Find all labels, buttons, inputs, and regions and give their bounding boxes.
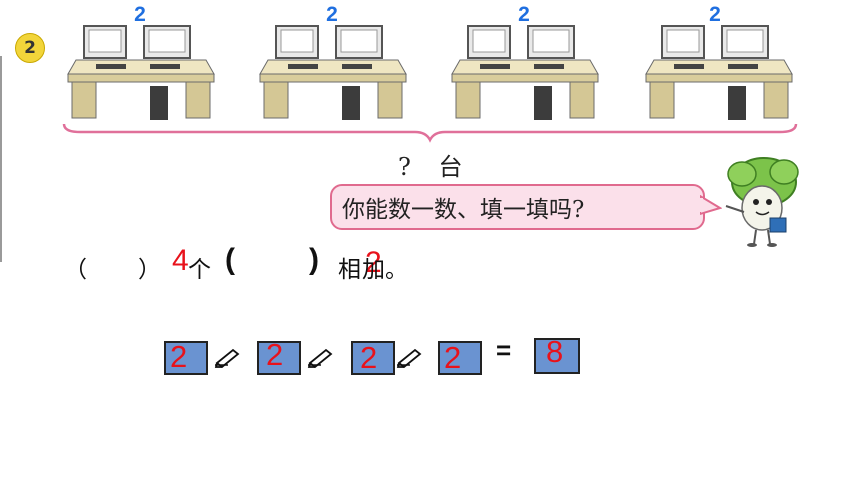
paren-open-1: （ (64, 257, 87, 283)
speech-bubble-tail (700, 194, 722, 216)
computer-desk-icon (451, 25, 599, 120)
result-box (534, 338, 580, 374)
pencil-icon-3 (396, 348, 422, 368)
problem-number-badge: 2 (15, 33, 45, 63)
addend-box-1 (164, 341, 208, 375)
speech-bubble: 你能数一数、填一填吗? (330, 184, 705, 230)
paren-close-1: ） (138, 257, 161, 283)
addend-4: 2 (444, 340, 462, 375)
addend-2: 2 (266, 337, 284, 372)
word-xiang: 相 (338, 257, 361, 283)
computer-desk-icon (645, 25, 793, 120)
pencil-icon-2 (307, 348, 333, 368)
grouping-brace (62, 123, 798, 143)
left-divider (0, 56, 2, 262)
addend-box-2 (257, 341, 301, 375)
computer-desk-image-2 (259, 25, 407, 120)
addend-1: 2 (170, 339, 188, 374)
station-count-2: 2 (326, 3, 338, 26)
station-count-1: 2 (134, 3, 146, 26)
addend-box-4 (438, 341, 482, 375)
computer-desk-image-1 (67, 25, 215, 120)
cabbage-mascot-icon (725, 157, 799, 247)
equals-sign: = (496, 335, 512, 365)
pencil-icon-1 (214, 348, 240, 368)
addend-3: 2 (360, 340, 378, 375)
computer-desk-icon (259, 25, 407, 120)
paren-open-2: ( (225, 243, 235, 276)
answer-each: 2 (365, 246, 382, 279)
result-value: 8 (546, 334, 564, 369)
station-count-3: 2 (518, 3, 530, 26)
addend-box-3 (351, 341, 395, 375)
computer-desk-image-4 (645, 25, 793, 120)
computer-desk-image-3 (451, 25, 599, 120)
paren-close-2: ) (309, 243, 319, 276)
word-ge: 个 (188, 257, 211, 283)
station-count-4: 2 (709, 3, 721, 26)
answer-groups: 4 (172, 244, 189, 277)
total-question-label: ? 台 (398, 153, 473, 181)
computer-desk-icon (67, 25, 215, 120)
word-jia: 加。 (362, 257, 408, 283)
speech-bubble-text: 你能数一数、填一填吗? (342, 197, 585, 223)
